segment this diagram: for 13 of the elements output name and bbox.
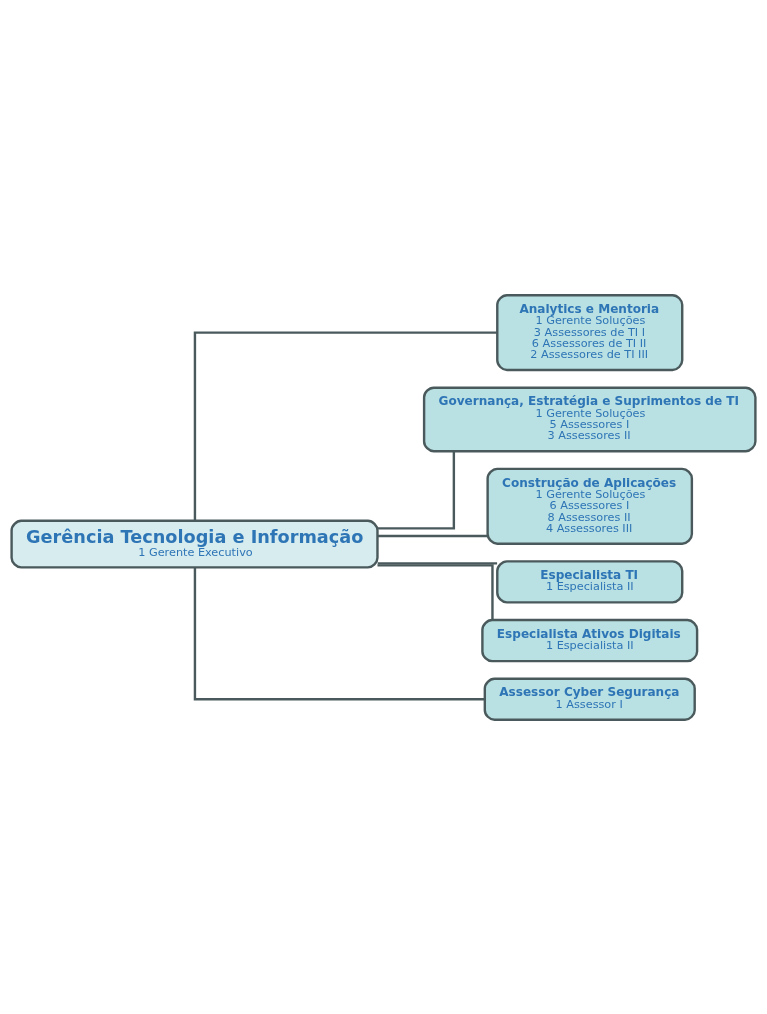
node-box: Gerência Tecnologia e Informação 1 Gerente Executivo [10, 519, 379, 569]
connector [377, 563, 494, 620]
node-box: Construção de Aplicações 1 Gerente Soluções 6 Assessores I 8 Assessores II 4 Assessores III [486, 467, 694, 545]
connector [377, 561, 498, 565]
node-box: Especialista TI 1 Especialista II [496, 559, 684, 604]
connector [193, 567, 485, 700]
node-box: Analytics e Mentoria 1 Gerente Soluções 3 Assessores de TI I 6 Assessores de TI II 2 Assessores de TI III [496, 293, 684, 371]
node-box: Governança, Estratégia e Suprimentos de TI 1 Gerente Soluções 5 Assessores I 3 Assessores II [422, 386, 757, 452]
connector [377, 534, 488, 537]
node-box: Especialista Ativos Digitais 1 Especialista II [481, 618, 699, 662]
node-box: Assessor Cyber Segurança 1 Assessor I [483, 677, 696, 721]
connector [193, 330, 498, 521]
connector [377, 450, 456, 530]
